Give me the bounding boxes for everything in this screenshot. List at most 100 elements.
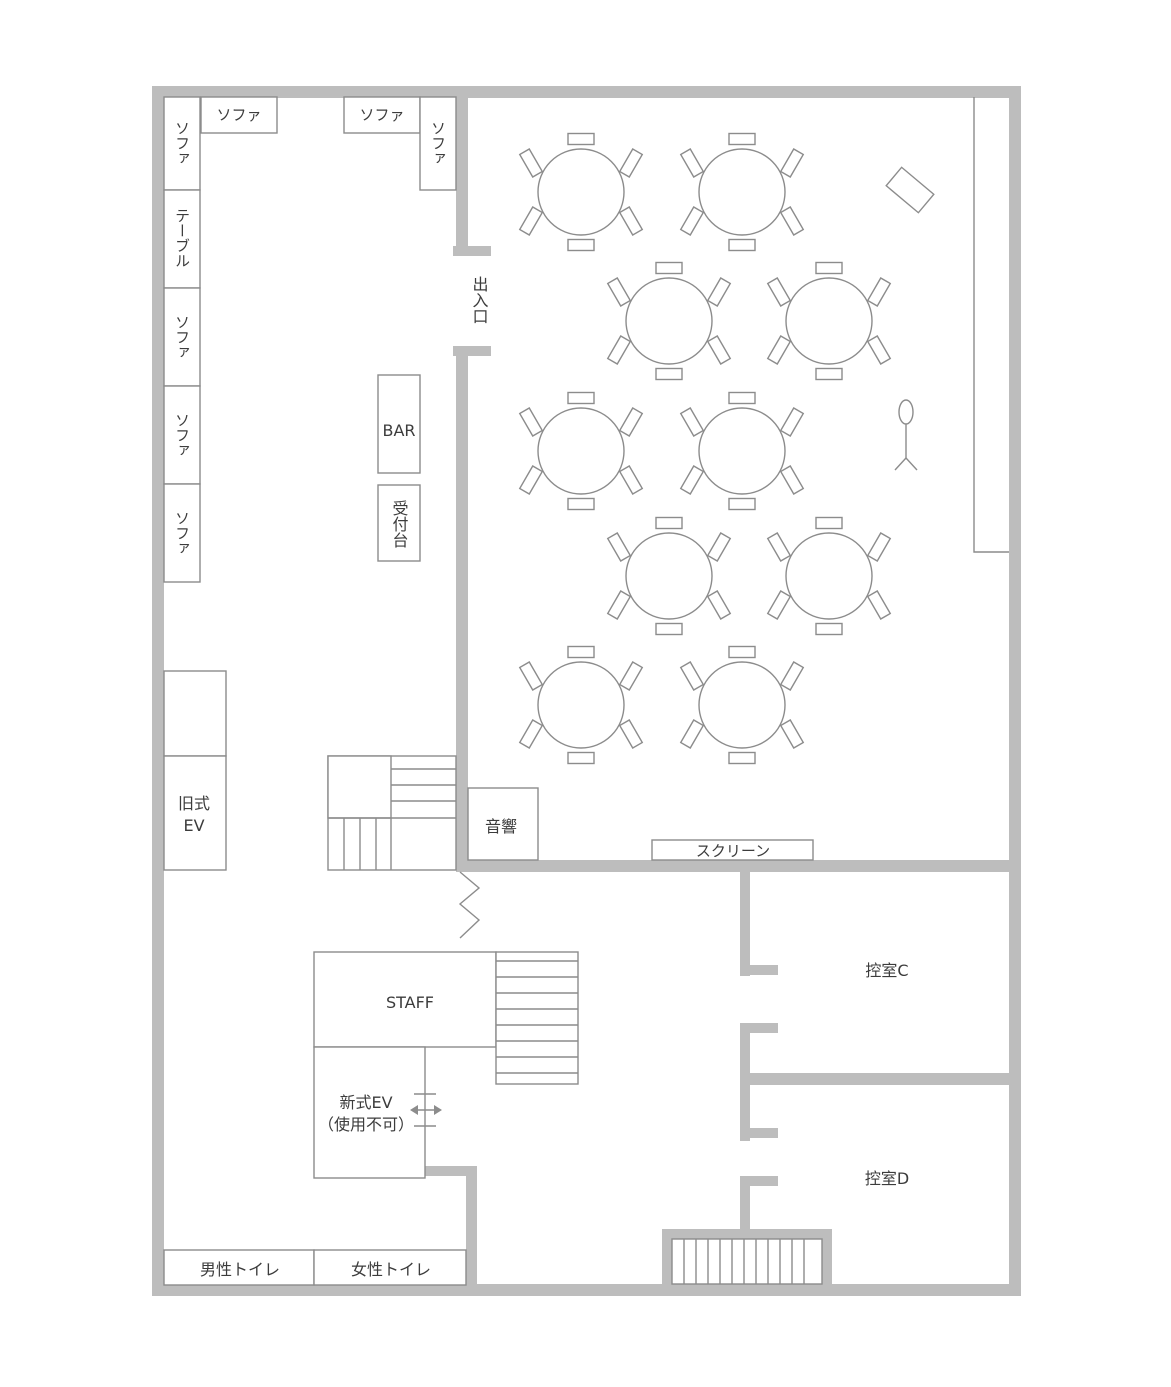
round-table-icon [679,645,805,765]
chair [567,645,595,659]
round-table-icon [518,132,644,252]
table-top [537,148,625,236]
chair [618,206,644,236]
waiting-rooms: 控室C 控室D [865,961,909,1188]
sofa-left-3 [163,385,201,485]
person-icon [894,399,918,471]
chair [706,532,732,562]
sofa-left-1 [163,96,201,191]
table-top [537,407,625,495]
sofa-left-4 [163,483,201,583]
old-elevator [163,755,227,871]
screen-label: スクリーン [696,842,770,860]
chair [655,622,683,636]
chair [679,407,705,437]
chair [706,277,732,307]
chair [728,132,756,146]
chair [679,206,705,236]
chair [728,751,756,765]
chair [706,590,732,620]
chair [606,335,632,365]
chair [679,148,705,178]
upper-staircase [327,755,481,939]
sofa-label: ソファ [173,511,191,556]
lobby-furniture: ソファ テーブル ソファ ソファ ソファ ソファ ソファ ソファ 出入口 BAR… [163,96,489,871]
chair [518,407,544,437]
chair [567,391,595,405]
chair [815,622,843,636]
chair [567,132,595,146]
chair [518,148,544,178]
chair [606,590,632,620]
entrance-label: 出入口 [470,276,489,324]
round-table-icon [766,261,892,381]
double-arrow-icon [410,1093,442,1127]
chair [518,206,544,236]
chair [815,516,843,530]
chair [766,532,792,562]
sofa-top-right [419,96,457,191]
old-ev-label-2: EV [183,816,204,835]
chair [866,277,892,307]
room-c-label: 控室C [865,961,908,980]
bar-label: BAR [382,421,415,440]
screen [651,839,814,861]
reception-desk [377,484,421,562]
chair [766,590,792,620]
chair [779,719,805,749]
chair [815,367,843,381]
chair [779,206,805,236]
chair [728,497,756,511]
round-table-icon [606,261,732,381]
chair [518,719,544,749]
chair [766,335,792,365]
chair [679,661,705,691]
sound-label: 音響 [485,817,517,836]
reception-label: 受付台 [390,500,409,548]
round-table-icon [679,391,805,511]
womens-toilet-label: 女性トイレ [351,1260,431,1279]
table-top [698,661,786,749]
bar-counter [377,374,421,474]
chair [567,751,595,765]
mens-toilet-label: 男性トイレ [200,1260,280,1279]
mens-toilet [163,1249,315,1286]
sofa-label: ソファ [173,121,191,166]
round-tables [518,132,892,765]
chair [518,661,544,691]
chair [567,238,595,252]
chair [766,277,792,307]
new-ev-label-1: 新式EV [339,1093,392,1112]
table-top [785,532,873,620]
chair [606,532,632,562]
chair [655,261,683,275]
table-top [625,277,713,365]
chair [866,335,892,365]
chair [618,148,644,178]
outer-walls [152,86,1021,1296]
chair [679,719,705,749]
chair [815,261,843,275]
sofa-label: ソファ [216,106,261,124]
chair [618,465,644,495]
staff-room [313,951,497,1048]
chair [567,497,595,511]
chair [728,645,756,659]
chair [779,148,805,178]
table-top [698,148,786,236]
staff-area: STAFF 新式EV （使用不可） [313,951,579,1179]
interior-walls [425,92,1016,1291]
table-top [537,661,625,749]
round-table-icon [606,516,732,636]
chair [866,532,892,562]
round-table-icon [518,391,644,511]
new-ev-label-2: （使用不可） [318,1115,414,1134]
sofa-label: ソファ [173,315,191,360]
sofa-label: ソファ [359,106,404,124]
chair [679,465,705,495]
room-d-label: 控室D [865,1169,909,1188]
lectern [885,166,935,214]
sound-booth [467,787,539,861]
table-top [625,532,713,620]
